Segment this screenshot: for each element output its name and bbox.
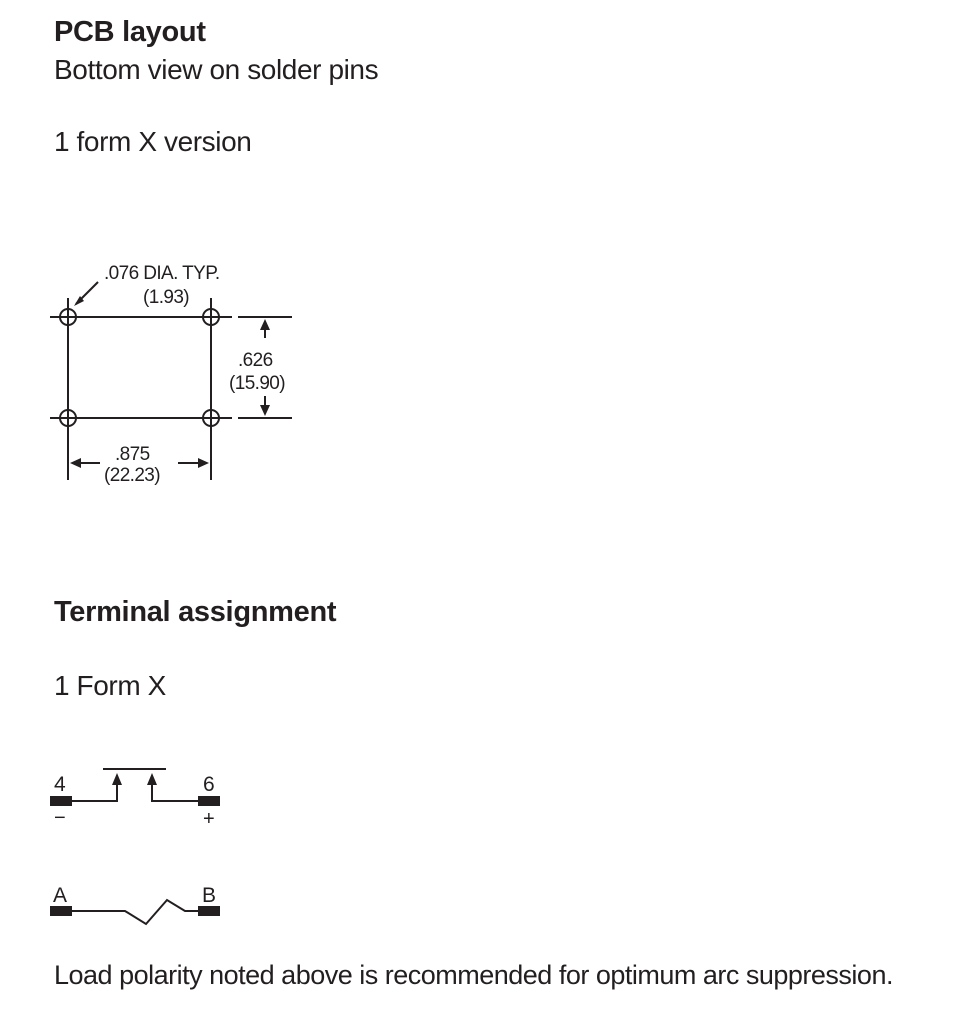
terminal-form-label: 1 Form X [54, 670, 166, 701]
height-arrowhead-bottom [260, 405, 270, 416]
coil-zigzag [70, 898, 200, 926]
arc-suppression-note: Load polarity noted above is recommended… [54, 960, 893, 990]
width-dimension-metric: (22.23) [104, 465, 160, 486]
contact-right-lead [151, 778, 199, 802]
terminal-4-polarity: − [54, 807, 66, 829]
hole-diameter-metric: (1.93) [143, 287, 189, 308]
hole-leader-arrowhead [74, 296, 84, 306]
contact-right-arrowhead [147, 773, 157, 785]
contact-left-arrowhead [112, 773, 122, 785]
height-arrowhead-top [260, 319, 270, 330]
pcb-layout-heading: PCB layout [54, 16, 206, 48]
width-arrowhead-right [198, 458, 209, 468]
height-dimension-metric: (15.90) [229, 373, 285, 394]
pin-hole-bottom-right [202, 409, 220, 427]
terminal-4-label: 4 [54, 773, 66, 796]
width-dimension-label: .875 [115, 444, 150, 465]
terminal-b-pad [198, 906, 220, 916]
width-arrowhead-left [70, 458, 81, 468]
height-dimension-label: .626 [238, 350, 273, 371]
terminal-assignment-heading: Terminal assignment [54, 596, 337, 628]
terminal-4-pad [50, 796, 72, 806]
pin-hole-top-left [59, 308, 77, 326]
pin-hole-top-right [202, 308, 220, 326]
terminal-6-pad [198, 796, 220, 806]
pcb-version-label: 1 form X version [54, 126, 252, 157]
coil-terminal-b-label: B [202, 884, 216, 907]
contact-left-lead [70, 778, 118, 802]
pcb-layout-subtitle: Bottom view on solder pins [54, 54, 379, 85]
terminal-a-pad [50, 906, 72, 916]
hole-diameter-label: .076 DIA. TYP. [104, 263, 220, 284]
terminal-6-polarity: + [203, 808, 215, 830]
pin-hole-bottom-left [59, 409, 77, 427]
terminal-6-label: 6 [203, 773, 215, 796]
coil-terminal-a-label: A [53, 884, 67, 907]
